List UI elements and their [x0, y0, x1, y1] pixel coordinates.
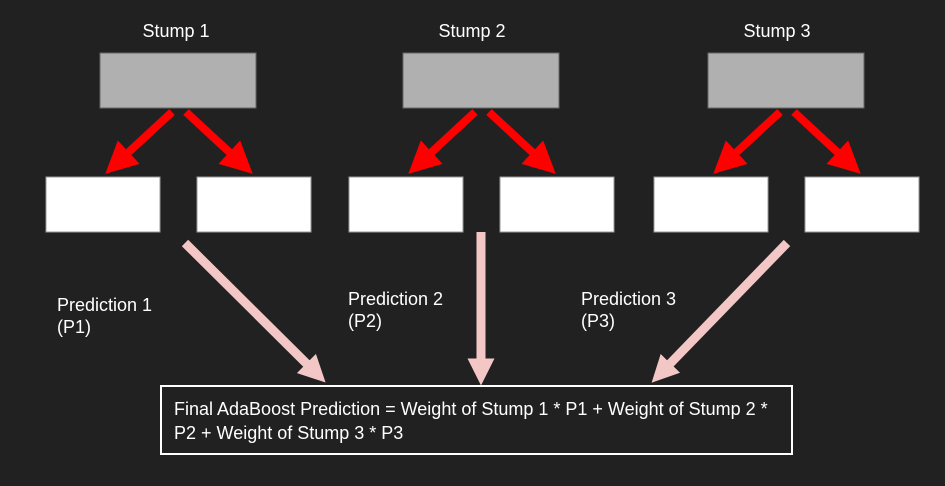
stump-1-node — [99, 52, 257, 109]
stump-3-left-leaf — [653, 176, 769, 233]
prediction-arrow-3 — [651, 239, 791, 383]
final-prediction-box: Final AdaBoost Prediction = Weight of St… — [160, 385, 793, 455]
split-arrow-right — [791, 109, 861, 174]
split-arrow-left — [105, 109, 175, 174]
prediction-3-text: Prediction 3 — [581, 289, 677, 309]
stump-2-left-leaf — [348, 176, 464, 233]
stump-1-left-leaf — [45, 176, 161, 233]
stump-3-right-leaf — [804, 176, 920, 233]
split-arrow-right — [183, 109, 253, 174]
stump-1-right-leaf — [196, 176, 312, 233]
prediction-2-label: Prediction 2(P2) — [348, 288, 443, 332]
split-arrow-left — [713, 109, 783, 174]
stump-3-node — [707, 52, 865, 109]
prediction-1-short: (P1) — [57, 317, 92, 337]
stump-2-right-leaf — [499, 176, 615, 233]
split-arrow-left — [408, 109, 478, 174]
prediction-3-short: (P3) — [581, 311, 616, 331]
split-arrow-right — [486, 109, 556, 174]
stump-2-node — [402, 52, 560, 109]
prediction-1-label: Prediction 1(P1) — [57, 294, 152, 338]
prediction-arrow-1 — [181, 239, 326, 383]
prediction-2-text: Prediction 2 — [348, 289, 444, 309]
prediction-2-short: (P2) — [348, 311, 383, 331]
stump-1-title: Stump 1 — [142, 21, 210, 41]
stump-2-title: Stump 2 — [438, 21, 506, 41]
stump-3-title: Stump 3 — [743, 21, 811, 41]
prediction-3-label: Prediction 3(P3) — [581, 288, 676, 332]
prediction-1-text: Prediction 1 — [57, 295, 153, 315]
